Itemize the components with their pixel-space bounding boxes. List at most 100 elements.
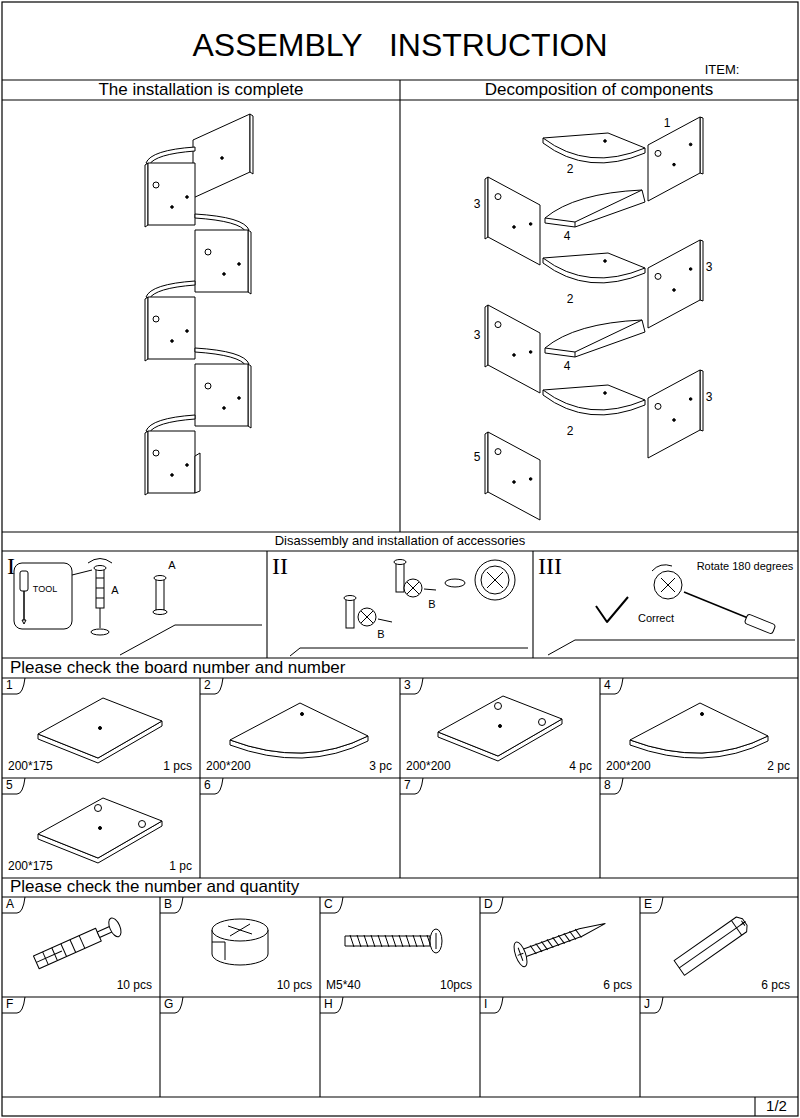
callout-pointer: [72, 570, 92, 575]
quantity: 1 pc: [169, 860, 192, 873]
screwdriver-shaft: [684, 592, 748, 618]
shelf-edge: [545, 320, 642, 352]
part-letter: A: [110, 584, 119, 596]
side-panel: [195, 364, 248, 426]
shelf-face: [630, 703, 768, 753]
hole: [153, 182, 159, 188]
dowel-rib: [61, 944, 67, 957]
shelf: [543, 253, 645, 283]
cam-cross: [661, 578, 675, 592]
number-tab: [480, 997, 503, 1013]
hole: [701, 713, 704, 716]
callout-number: 1: [663, 117, 672, 130]
check-mark: [596, 597, 628, 622]
callout-number: 4: [563, 360, 572, 373]
board-cell: 1200*1751 pcs: [2, 678, 200, 778]
number-tab: [2, 778, 25, 794]
hole: [99, 827, 102, 830]
screw-thread: [541, 940, 547, 950]
callout-number: 4: [563, 230, 572, 243]
dowel-base: [153, 610, 167, 615]
screw-head: [511, 940, 529, 968]
hole: [205, 383, 211, 389]
board-drawing: [438, 696, 562, 761]
panel: [488, 177, 540, 265]
header-text: Decomposition of components: [485, 81, 714, 100]
cam-lock-icon: [212, 919, 268, 965]
screw-shaft: [523, 920, 607, 957]
screw-thread: [357, 935, 361, 947]
screwdriver-tip: [22, 620, 26, 624]
dowel: [96, 568, 104, 608]
quantity: 3 pc: [369, 760, 392, 773]
side-panel: [148, 297, 195, 359]
board-cell: 2200*2003 pc: [200, 678, 400, 778]
number-tab: [2, 897, 25, 913]
cam-lock: [358, 608, 376, 626]
hole: [139, 821, 146, 828]
quantity: 6 pcs: [761, 979, 790, 992]
hole: [171, 340, 174, 343]
screw-thread: [558, 934, 564, 944]
shelf-drawing: [630, 703, 768, 758]
hole: [689, 268, 692, 271]
step-two-sketch: [290, 560, 528, 657]
screw-thread: [406, 935, 410, 947]
hole: [495, 703, 502, 710]
hardware-cell: J: [640, 997, 798, 1097]
table-rule: [532, 551, 533, 658]
hole: [99, 727, 102, 730]
table-rule: [159, 897, 160, 1097]
anchor-ridge: [731, 920, 741, 935]
dowel-rib: [70, 940, 76, 953]
hole: [604, 260, 607, 263]
table-rule: [479, 897, 480, 1097]
screw-cross: [515, 947, 525, 962]
callout-number: 2: [566, 293, 575, 306]
shelf-edge: [543, 138, 645, 158]
number-tab: [480, 897, 503, 913]
cell-number: C: [324, 898, 333, 911]
dimension: 200*200: [206, 760, 251, 773]
cell-number: 5: [6, 779, 13, 792]
hole: [95, 805, 102, 812]
callout-number: 2: [566, 425, 575, 438]
dowel-head: [106, 916, 123, 938]
hardware-cell: E6 pcs: [640, 897, 798, 997]
cell-number: 1: [6, 679, 13, 692]
screw-thread: [530, 945, 536, 955]
page-title: ASSEMBLY INSTRUCTION: [192, 28, 607, 63]
hole: [689, 143, 692, 146]
step-numeral: II: [272, 553, 288, 579]
hardware-cell: H: [320, 997, 480, 1097]
shelf-edge: [543, 258, 645, 278]
hole: [495, 194, 501, 200]
hole: [513, 481, 516, 484]
hole: [495, 449, 501, 455]
cell-number: I: [484, 998, 487, 1011]
shelf: [543, 385, 645, 415]
shelf: [195, 348, 249, 366]
screw-thread: [547, 938, 553, 948]
cell-number: D: [484, 898, 493, 911]
shelf-edge: [543, 390, 645, 410]
screw-thread: [350, 935, 354, 947]
number-tab: [2, 997, 25, 1013]
cell-number: B: [164, 898, 172, 911]
dowel-rib: [96, 588, 104, 589]
board-cell: 6: [200, 778, 400, 878]
cam-cross: [487, 572, 503, 588]
hole: [673, 163, 676, 166]
number-tab: [600, 678, 623, 694]
board-drawing: [38, 798, 162, 863]
screw-slot: [436, 933, 437, 949]
hardware-cell: B10 pcs: [160, 897, 320, 997]
bottom-panel: [195, 453, 200, 493]
quantity: 1 pcs: [163, 760, 192, 773]
board-face: [38, 698, 162, 758]
table-rule: [399, 80, 400, 532]
hole: [655, 150, 661, 156]
dowel-slit: [36, 951, 62, 962]
